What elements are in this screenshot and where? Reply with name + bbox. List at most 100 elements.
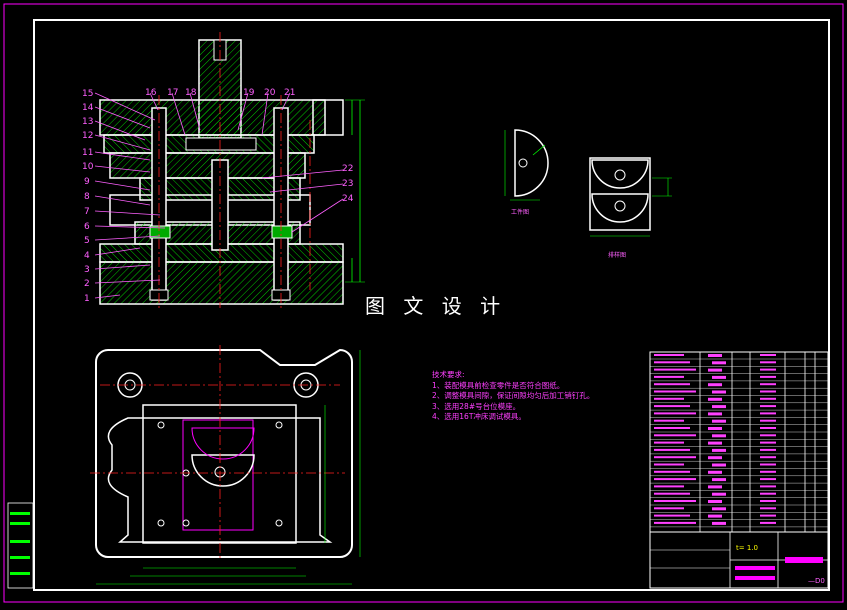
bom-material-mark	[760, 441, 776, 444]
bom-qty-mark	[708, 500, 722, 503]
layout-view-label: 排样图	[608, 251, 626, 259]
part-number: 3	[84, 265, 90, 275]
part-number: 20	[264, 88, 276, 98]
bom-name-mark	[654, 492, 690, 495]
bom-material-mark	[760, 463, 776, 466]
part-number: 14	[82, 103, 94, 113]
bom-name-mark	[654, 478, 696, 481]
bom-qty-mark	[708, 397, 722, 401]
part-number: 22	[342, 164, 353, 174]
bom-material-mark	[760, 485, 776, 488]
material-thickness: t= 1.0	[736, 544, 758, 552]
bom-qty-mark	[712, 375, 726, 379]
bill-of-materials	[649, 351, 829, 533]
outer-sheet-border	[3, 3, 844, 603]
bom-qty-mark	[708, 368, 722, 372]
tech-req-item: 2、调整模具间隙，保证间隙均匀后加工销钉孔。	[432, 391, 595, 400]
bom-name-mark	[654, 500, 696, 502]
part-number: 7	[84, 207, 90, 217]
bom-qty-mark	[712, 463, 726, 467]
plan-view	[90, 345, 361, 585]
bom-material-mark	[760, 507, 776, 510]
bom-name-mark	[654, 521, 696, 524]
bom-material-mark	[760, 405, 776, 408]
bom-qty-mark	[712, 361, 726, 365]
bom-name-mark	[654, 361, 690, 364]
tech-req-heading: 技术要求:	[432, 370, 465, 379]
workpiece-view: 工件图	[504, 129, 549, 216]
bom-material-mark	[760, 456, 776, 459]
watermark-text: 图 文 设 计	[365, 294, 507, 318]
part-number: 6	[84, 222, 90, 232]
part-number: 23	[342, 179, 353, 189]
assembly-section-view	[99, 32, 365, 308]
bom-qty-mark	[712, 419, 726, 423]
bom-material-mark	[760, 521, 776, 524]
bom-material-mark	[760, 500, 776, 502]
part-numbers-right: 22 23 24	[342, 164, 354, 204]
bom-material-mark	[760, 514, 776, 517]
bom-name-mark	[654, 514, 690, 517]
bom-material-mark	[760, 412, 776, 415]
bom-material-mark	[760, 492, 776, 495]
part-numbers-left: 15 14 13 12 11 10 9 8 7 6 5 4 3 2 1	[82, 89, 94, 304]
part-number: 2	[84, 279, 90, 289]
part-number: 9	[84, 177, 90, 187]
bom-material-mark	[760, 478, 776, 481]
bom-name-mark	[654, 397, 684, 400]
bom-name-mark	[654, 434, 696, 437]
bom-material-mark	[760, 470, 776, 473]
bom-qty-mark	[712, 521, 726, 525]
bom-qty-mark	[712, 405, 726, 409]
bom-name-mark	[654, 456, 696, 459]
bom-qty-mark	[708, 456, 722, 460]
bom-material-mark	[760, 419, 776, 422]
part-number: 16	[145, 88, 157, 98]
part-number: 24	[342, 194, 354, 204]
bom-name-mark	[654, 507, 684, 510]
bom-name-mark	[654, 354, 684, 356]
part-number: 15	[82, 89, 93, 99]
part-number: 12	[82, 131, 93, 141]
part-number: 5	[84, 236, 90, 246]
bom-name-mark	[654, 383, 690, 386]
bom-qty-mark	[708, 412, 722, 416]
bom-material-mark	[760, 375, 776, 378]
bom-qty-mark	[708, 470, 722, 474]
technical-requirements: 技术要求: 1、装配模具前检查零件是否符合图纸。 2、调整模具间隙，保证间隙均匀…	[432, 370, 594, 423]
part-number: 17	[167, 88, 178, 98]
bom-material-mark	[760, 354, 776, 356]
part-number: 8	[84, 192, 90, 202]
strip-layout-view: 排样图	[589, 157, 672, 259]
workpiece-view-label: 工件图	[511, 208, 529, 216]
part-numbers-top: 16 17 18 19 20 21	[145, 88, 295, 98]
bom-name-mark	[654, 412, 696, 415]
part-number: 19	[243, 88, 255, 98]
bom-material-mark	[760, 448, 776, 451]
bom-name-mark	[654, 463, 684, 466]
bom-name-mark	[654, 470, 690, 473]
bom-qty-mark	[708, 441, 722, 445]
part-number: 4	[84, 251, 90, 261]
bom-name-mark	[654, 448, 690, 451]
drawing-number: —D0	[808, 577, 825, 585]
bom-material-mark	[760, 390, 776, 393]
bom-name-mark	[654, 375, 684, 378]
bom-name-mark	[654, 405, 690, 408]
bom-qty-mark	[712, 492, 726, 496]
bom-name-mark	[654, 368, 696, 371]
bom-name-mark	[654, 419, 684, 422]
leader-lines-left	[94, 92, 344, 299]
tech-req-item: 4、选用16T冲床调试模具。	[432, 412, 526, 421]
part-number: 11	[82, 148, 93, 158]
bom-qty-mark	[712, 390, 726, 394]
bom-name-mark	[654, 427, 690, 429]
bom-material-mark	[760, 361, 776, 364]
tech-req-item: 3、选用28#号台位模座。	[432, 401, 521, 411]
title-block: t= 1.0 —D0	[649, 531, 829, 589]
bom-material-mark	[760, 368, 776, 371]
part-number: 10	[82, 162, 94, 172]
bom-name-mark	[654, 390, 696, 393]
